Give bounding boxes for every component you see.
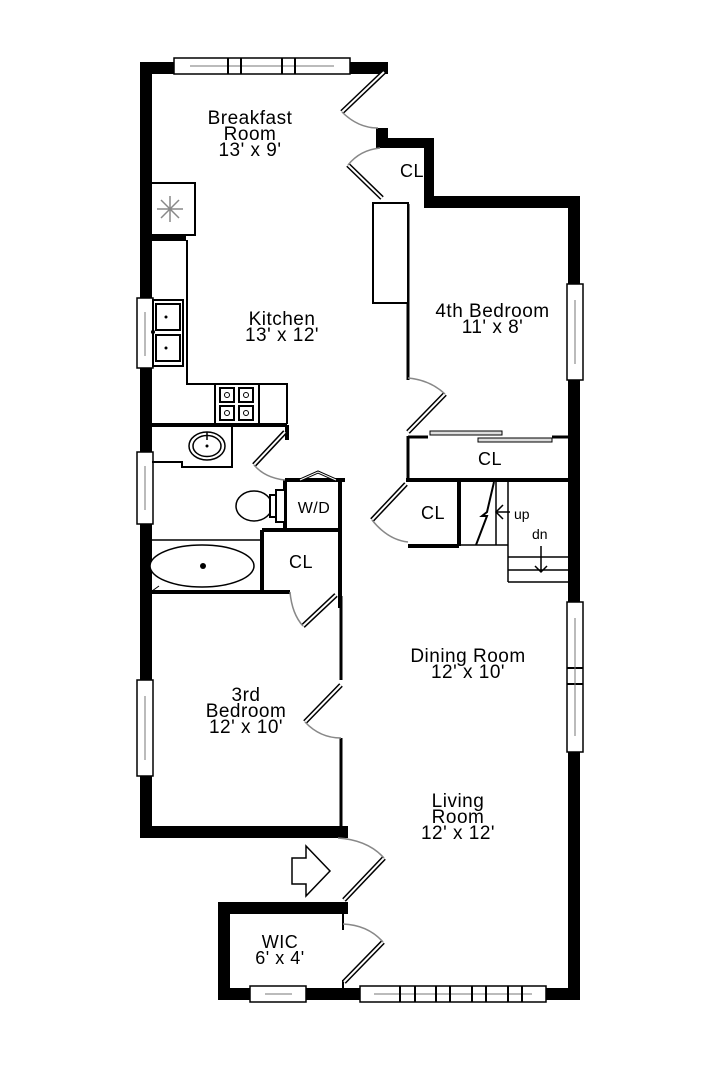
windows (136, 57, 584, 1003)
room-dimensions: 11' x 8' (461, 317, 524, 338)
room-name: Living (431, 791, 485, 812)
bathtub-icon (149, 544, 255, 592)
room-name: Room (223, 124, 277, 145)
room-dimensions: 12' x 10' (208, 717, 284, 738)
entry-arrow-icon (291, 844, 332, 898)
room-label-kitchen: Kitchen 13' x 12' (222, 309, 342, 346)
room-dimensions: 12' x 12' (420, 823, 496, 844)
room-dimensions: 13' x 12' (244, 325, 320, 346)
west-wall (140, 62, 152, 838)
toilet-icon (235, 489, 286, 523)
room-label-dining: Dining Room 12' x 10' (398, 646, 538, 683)
bedroom3-south-wall (140, 826, 348, 838)
room-label-breakfast: Breakfast Room 13' x 9' (190, 108, 310, 161)
room-name: Room (431, 807, 485, 828)
washer-dryer-label: W/D (297, 500, 331, 517)
closet-label: CL (420, 503, 445, 523)
exterior-walls (140, 62, 580, 1000)
stairs-down-label: dn (532, 526, 548, 542)
range-icon (214, 383, 260, 425)
room-name: Bedroom (205, 701, 287, 722)
room-label-3rd-bedroom: 3rd Bedroom 12' x 10' (186, 685, 306, 738)
room-name: Kitchen (248, 309, 316, 330)
room-name: 4th Bedroom (435, 301, 550, 322)
stairs-up-label: up (514, 506, 530, 522)
room-name: 3rd (231, 685, 261, 706)
room-label-4th-bedroom: 4th Bedroom 11' x 8' (420, 301, 565, 338)
closet-label: CL (477, 449, 502, 469)
room-name: Dining Room (410, 646, 526, 667)
refrigerator-icon (150, 182, 196, 236)
room-dimensions: 12' x 10' (430, 662, 506, 683)
room-label-living: Living Room 12' x 12' (403, 791, 513, 844)
closet-label: CL (399, 161, 424, 181)
double-sink-icon (151, 299, 184, 367)
interior-walls (150, 202, 570, 990)
doors (252, 70, 447, 984)
room-name: WIC (261, 932, 299, 952)
bathroom-sink-icon (152, 427, 233, 468)
room-name: Breakfast (207, 108, 293, 129)
room-dimensions: 13' x 9' (218, 140, 282, 161)
room-dimensions: 6' x 4' (255, 948, 305, 968)
closet-label: CL (288, 552, 313, 572)
room-label-wic: WIC 6' x 4' (240, 932, 320, 968)
